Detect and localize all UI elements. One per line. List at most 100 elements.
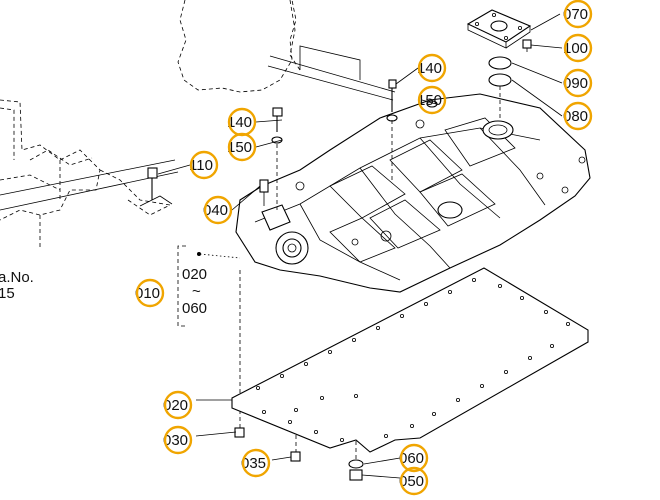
callout-c060[interactable]: 060 <box>399 443 429 473</box>
callout-ring <box>241 448 271 478</box>
callout-label: 010 <box>135 285 160 302</box>
o-ring-090 <box>488 56 512 70</box>
plate-holes <box>255 277 571 442</box>
callout-ring <box>163 425 193 455</box>
callout-label: 140 <box>227 114 252 131</box>
callout-label: 035 <box>241 455 266 472</box>
callout-c030[interactable]: 030 <box>163 425 193 455</box>
callout-ring <box>563 0 593 29</box>
callout-label: 080 <box>563 108 588 125</box>
callout-label: 020 <box>163 397 188 414</box>
callout-ring <box>417 53 447 83</box>
callout-label: 040 <box>203 202 228 219</box>
plate-hole <box>287 419 292 424</box>
callout-group: 070 100 090 080 140 150 140 150 110 040 010 020 030 0… <box>135 0 593 496</box>
o-ring-080 <box>488 73 512 87</box>
callout-ring <box>227 132 257 162</box>
callout-label: 100 <box>563 40 588 57</box>
leader-lines <box>157 13 563 479</box>
callout-c140a[interactable]: 140 <box>417 53 447 83</box>
callout-ring <box>563 33 593 63</box>
plate-hole <box>520 295 525 300</box>
callout-ring <box>563 101 593 131</box>
stud-110 <box>139 167 173 207</box>
plate-hole <box>293 407 298 412</box>
plate-hole <box>409 423 414 428</box>
plate-hole <box>303 361 308 366</box>
callout-c050[interactable]: 050 <box>399 466 429 496</box>
ref-note-line2: 15 <box>0 285 15 302</box>
callout-c035[interactable]: 035 <box>241 448 271 478</box>
plate-hole <box>566 321 571 326</box>
plate-hole <box>313 429 318 434</box>
callout-label: 030 <box>163 432 188 449</box>
callout-label: 070 <box>563 6 588 23</box>
callout-label: 050 <box>399 473 424 490</box>
callout-c090[interactable]: 090 <box>563 68 593 98</box>
callout-ring <box>417 85 447 115</box>
range-label-tilde: ~ <box>192 283 201 300</box>
plate-hole <box>423 301 428 306</box>
ref-note-line1: a.No. <box>0 269 34 286</box>
plate-hole <box>528 355 533 360</box>
callout-c110[interactable]: 110 <box>189 150 219 180</box>
callout-c150a[interactable]: 150 <box>417 85 447 115</box>
callout-c070[interactable]: 070 <box>563 0 593 29</box>
callout-label: 140 <box>417 60 442 77</box>
drain-washer-060 <box>348 459 364 469</box>
callout-label: 150 <box>417 92 442 109</box>
callout-ring <box>163 390 193 420</box>
plate-hole <box>497 283 502 288</box>
callout-c140b[interactable]: 140 <box>227 107 257 137</box>
callout-ring <box>203 195 233 225</box>
plate-hole <box>319 395 324 400</box>
plate-hole <box>550 343 555 348</box>
callout-label: 110 <box>189 157 213 174</box>
callout-ring <box>189 150 219 180</box>
plate-hole <box>479 383 484 388</box>
callout-ring <box>563 68 593 98</box>
plate-hole <box>544 309 549 314</box>
bolt-140-left <box>271 107 283 144</box>
plate-hole <box>279 373 284 378</box>
plate-hole <box>375 325 380 330</box>
callout-c010[interactable]: 010 <box>135 278 165 308</box>
plate-hole <box>383 433 388 438</box>
plate-hole <box>455 397 460 402</box>
drain-plug-050 <box>349 469 363 481</box>
callout-c100[interactable]: 100 <box>563 33 593 63</box>
oil-pan-casting <box>235 93 591 293</box>
bolt-030 <box>234 427 245 438</box>
plate-hole <box>431 411 436 416</box>
callout-c040[interactable]: 040 <box>203 195 233 225</box>
plate-hole <box>399 313 404 318</box>
callout-label: 060 <box>399 450 424 467</box>
callout-c080[interactable]: 080 <box>563 101 593 131</box>
plate-hole <box>447 289 452 294</box>
plate-hole <box>255 385 260 390</box>
callout-label: 150 <box>227 139 252 156</box>
range-label-to: 060 <box>182 300 207 317</box>
bolt-100 <box>522 39 532 52</box>
callout-c150b[interactable]: 150 <box>227 132 257 162</box>
range-bracket <box>177 245 186 327</box>
callout-label: 090 <box>563 75 588 92</box>
plate-hole <box>503 369 508 374</box>
plate-hole <box>353 393 358 398</box>
plate-hole <box>261 409 266 414</box>
bolt-035 <box>290 451 301 462</box>
plate-hole <box>351 337 356 342</box>
plate-hole <box>339 437 344 442</box>
engine-block-outline <box>177 0 396 101</box>
callout-ring <box>135 278 165 308</box>
plate-hole <box>327 349 332 354</box>
callout-c020[interactable]: 020 <box>163 390 193 420</box>
callout-ring <box>399 443 429 473</box>
bolt-140-upper <box>386 79 398 122</box>
plate-hole <box>471 277 476 282</box>
callout-ring <box>399 466 429 496</box>
gasket-plate <box>231 267 589 453</box>
range-label-from: 020 <box>182 266 207 283</box>
flange-plate <box>466 9 532 49</box>
